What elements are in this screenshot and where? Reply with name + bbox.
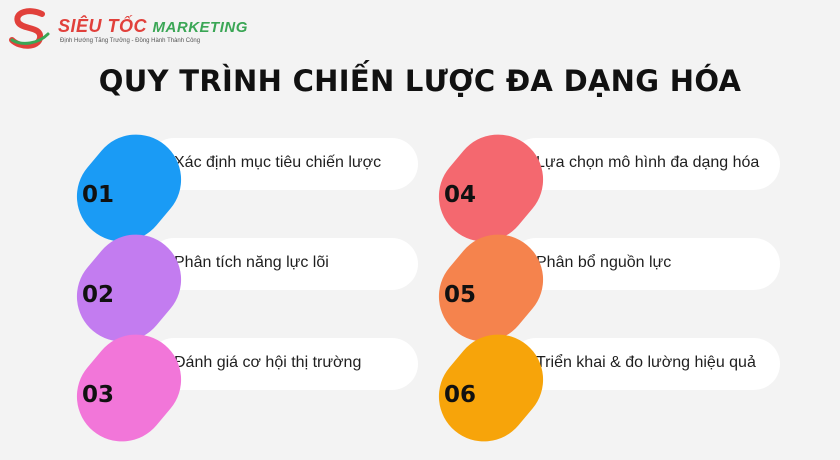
brand-name: SIÊU TỐC MARKETING [58,16,248,37]
step-number: 01 [82,182,115,208]
step-number: 06 [444,382,477,408]
step-number: 03 [82,382,115,408]
step-card: Lựa chọn mô hình đa dạng hóa 04 [420,116,790,260]
step-card: Phân tích năng lực lõi 02 [58,216,428,360]
step-pill [510,138,780,190]
step-label: Triển khai & đo lường hiệu quả [536,354,756,371]
brand-tagline: Định Hướng Tăng Trưởng - Đồng Hành Thành… [60,38,201,44]
step-label: Xác định mục tiêu chiến lược [174,154,382,171]
step-pill [510,238,780,290]
step-label: Lựa chọn mô hình đa dạng hóa [536,154,760,171]
page-title: QUY TRÌNH CHIẾN LƯỢC ĐA DẠNG HÓA [98,64,742,98]
step-card: Xác định mục tiêu chiến lược 01 [58,116,428,260]
step-label: Phân tích năng lực lõi [174,254,329,271]
step-badge: 02 [58,216,200,360]
brand-name-accent: MARKETING [152,19,248,36]
step-badge: 04 [420,116,562,260]
step-label: Phân bổ nguồn lực [536,254,672,271]
step-badge: 06 [420,316,562,460]
step-pill [148,138,418,190]
step-card: Triển khai & đo lường hiệu quả 06 [420,316,790,460]
step-label: Đánh giá cơ hội thị trường [174,354,362,371]
logo-s-icon [9,8,50,49]
step-pill [510,338,780,390]
step-card: Đánh giá cơ hội thị trường 03 [58,316,428,460]
brand-logo: SIÊU TỐC MARKETING Định Hướng Tăng Trưởn… [8,8,247,50]
step-pill [148,338,418,390]
step-number: 04 [444,182,477,208]
step-card: Phân bổ nguồn lực 05 [420,216,790,360]
step-badge: 01 [58,116,200,260]
step-badge: 03 [58,316,200,460]
step-number: 02 [82,282,115,308]
brand-name-main: SIÊU TỐC [58,16,148,36]
step-pill [148,238,418,290]
step-number: 05 [444,282,477,308]
step-badge: 05 [420,216,562,360]
